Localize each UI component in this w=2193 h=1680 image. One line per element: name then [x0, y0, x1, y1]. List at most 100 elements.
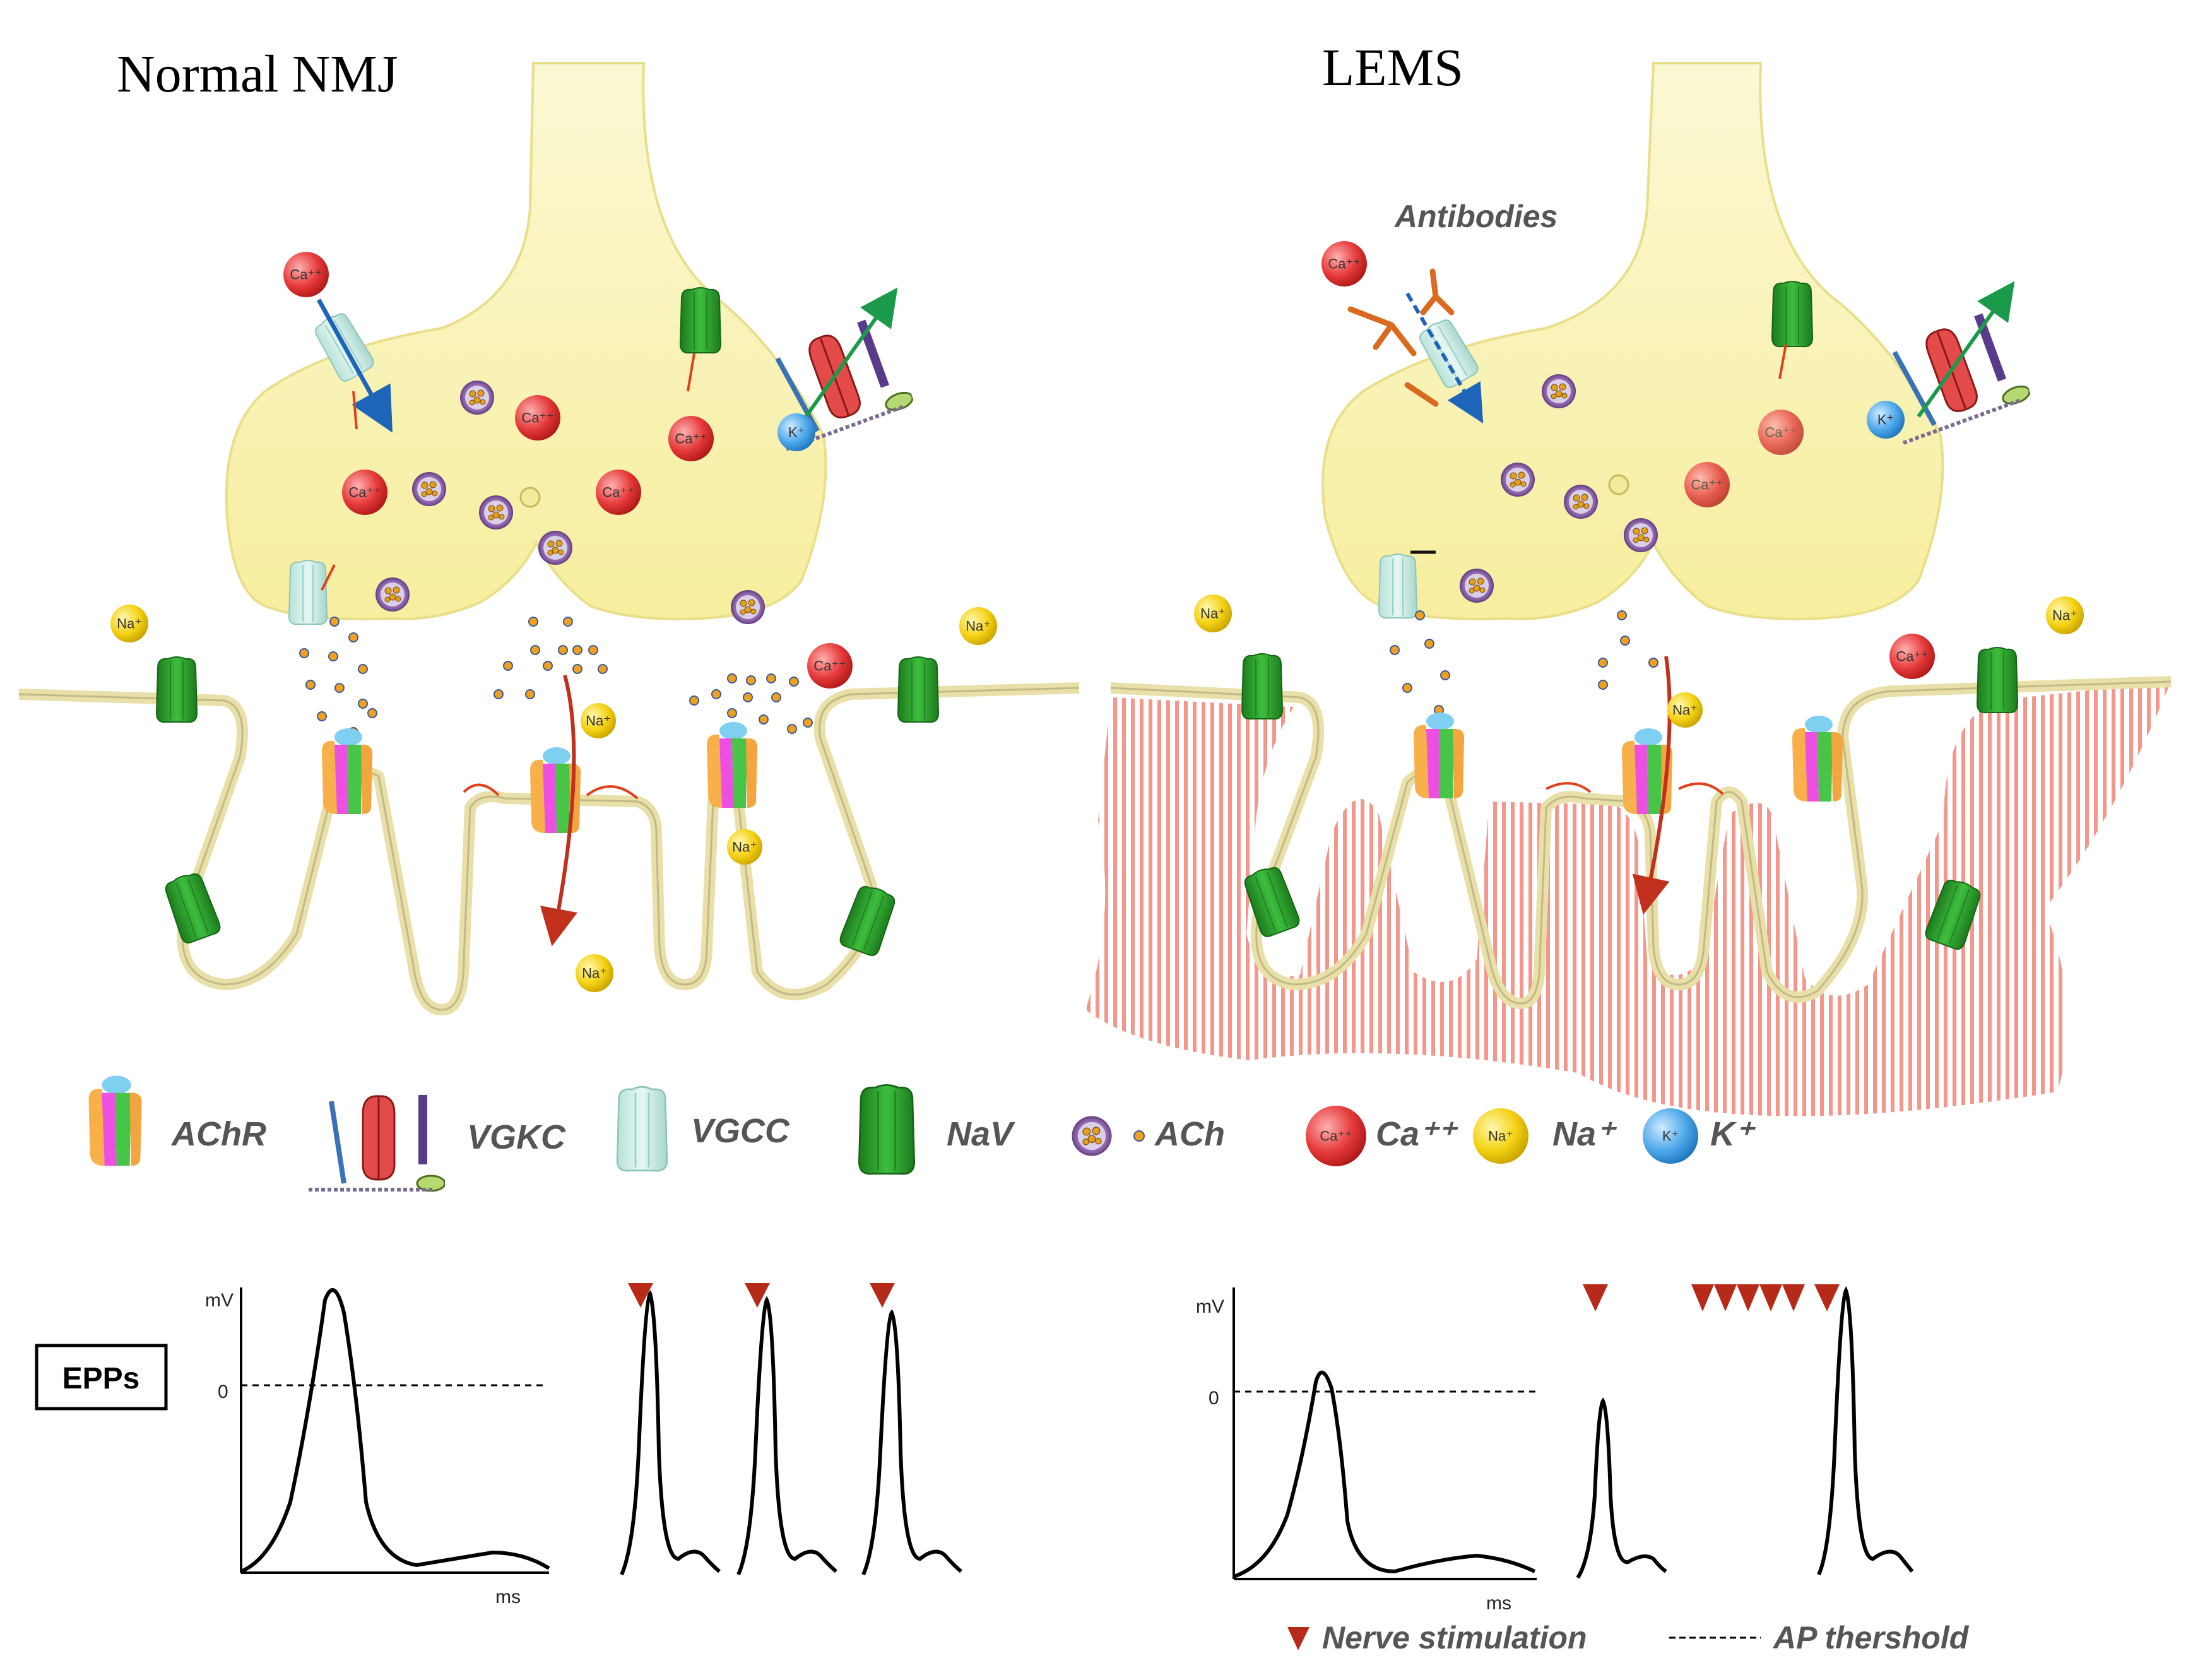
- panel-normal-nmj: Ca⁺⁺ Ca⁺⁺ Ca⁺⁺ Ca⁺⁺ Ca⁺⁺ Ca⁺⁺ K⁺: [18, 62, 1080, 1015]
- nav-normal-terminal: [680, 287, 721, 354]
- zero-label-normal: 0: [218, 1381, 228, 1402]
- y-unit-normal: mV: [205, 1290, 233, 1311]
- na-ion: Na⁺: [110, 605, 148, 642]
- svg-text:Ca⁺⁺: Ca⁺⁺: [675, 431, 707, 447]
- svg-text:Ca⁺⁺: Ca⁺⁺: [1896, 649, 1928, 665]
- svg-text:Na⁺: Na⁺: [1672, 702, 1698, 718]
- svg-text:K⁺: K⁺: [788, 425, 805, 441]
- vgkc-legend-icon: [309, 1095, 445, 1191]
- svg-text:Na⁺: Na⁺: [582, 966, 607, 981]
- postsynaptic-membrane-normal: [18, 682, 1080, 1015]
- svg-text:Na⁺: Na⁺: [1200, 606, 1226, 622]
- na-ion: Na⁺: [1667, 692, 1703, 728]
- legend-na: Na⁺: [1552, 1115, 1617, 1153]
- svg-text:Ca⁺⁺: Ca⁺⁺: [602, 485, 634, 500]
- na-ion: Na⁺: [727, 829, 762, 865]
- svg-text:Ca⁺⁺: Ca⁺⁺: [348, 485, 381, 500]
- x-unit-lems: ms: [1486, 1593, 1511, 1614]
- legend-ca: Ca⁺⁺: [1376, 1115, 1459, 1153]
- vesicle: [1541, 374, 1576, 409]
- stimulus-marker: [1583, 1284, 1608, 1311]
- stimulus-marker: [870, 1283, 895, 1308]
- ca-ion: Ca⁺⁺: [1321, 241, 1367, 287]
- nav-normal-fold: [161, 869, 223, 946]
- svg-text:Ca⁺⁺: Ca⁺⁺: [290, 267, 322, 283]
- legend-nav: NaV: [947, 1115, 1015, 1153]
- antibody-icon: [1347, 268, 1455, 407]
- ca-ion: Ca⁺⁺: [807, 643, 853, 689]
- footer-legend: Nerve stimulation AP thershold: [1287, 1620, 1970, 1655]
- nav-normal-fold: [837, 882, 899, 959]
- nerve-terminal-normal: [225, 62, 827, 620]
- na-ion: Na⁺: [959, 607, 997, 645]
- ca-legend-icon: [1306, 1106, 1366, 1166]
- k-ion: K⁺: [777, 413, 815, 451]
- epp-label-box: [35, 1344, 168, 1411]
- svg-text:Ca⁺⁺: Ca⁺⁺: [1764, 425, 1797, 441]
- legend-vgkc: VGKC: [467, 1118, 566, 1156]
- nav-lems-post: [1241, 653, 1283, 720]
- panel-lems: Antibodies Ca⁺⁺ Ca⁺⁺ Ca⁺⁺ Ca⁺⁺ K⁺: [1085, 62, 2172, 1116]
- legend-ach: ACh: [1154, 1115, 1225, 1153]
- ca-ion: Ca⁺⁺: [283, 252, 329, 297]
- x-unit-normal: ms: [495, 1587, 521, 1607]
- svg-text:K⁺: K⁺: [1662, 1128, 1679, 1144]
- ca-ion: Ca⁺⁺: [596, 470, 641, 515]
- stimulus-marker: [1814, 1284, 1840, 1311]
- na-ion: Na⁺: [1194, 595, 1232, 632]
- achr-normal: [707, 722, 758, 808]
- ca-ion: Ca⁺⁺: [1889, 634, 1935, 679]
- nerve-stimulation-label: Nerve stimulation: [1322, 1620, 1587, 1655]
- legend-achr: AChR: [170, 1115, 266, 1153]
- title-lems: LEMS: [1322, 38, 1463, 97]
- achr-normal: [322, 728, 373, 814]
- nav-normal-post: [897, 656, 939, 723]
- k-ion: K⁺: [1867, 401, 1905, 439]
- vesicle: [1623, 518, 1658, 553]
- legend-k: K⁺: [1710, 1115, 1756, 1153]
- legend-row: AChR VGKC VGCC NaV ACh Ca⁺⁺ Ca⁺⁺ Na⁺ Na⁺…: [88, 1075, 1756, 1191]
- svg-text:Ca⁺⁺: Ca⁺⁺: [1320, 1128, 1352, 1144]
- epp-plot-lems: mV 0 ms: [1196, 1287, 1537, 1614]
- achr-lems: [1414, 713, 1465, 798]
- ach-molecules-lems: [1390, 610, 1658, 715]
- epp-spikes-lems: [1576, 1284, 1914, 1579]
- svg-text:Ca⁺⁺: Ca⁺⁺: [813, 658, 846, 674]
- svg-text:K⁺: K⁺: [1877, 412, 1894, 428]
- ca-ion: Ca⁺⁺: [1758, 410, 1804, 455]
- zero-label-lems: 0: [1209, 1388, 1219, 1409]
- nav-legend-icon: [858, 1084, 916, 1175]
- muscle-depolarized-region: [1085, 682, 2171, 1116]
- antibodies-label: Antibodies: [1393, 199, 1558, 234]
- nerve-stimulation-icon: [1287, 1627, 1309, 1650]
- ca-ion: Ca⁺⁺: [342, 470, 387, 515]
- vgcc-lems-bottom: [1378, 553, 1417, 619]
- svg-text:Ca⁺⁺: Ca⁺⁺: [1328, 256, 1360, 272]
- ca-ion: Ca⁺⁺: [515, 395, 560, 441]
- vesicle-legend-icon: [1071, 1115, 1113, 1157]
- vesicle: [1500, 462, 1535, 497]
- achr-legend-icon: [88, 1075, 142, 1166]
- na-ion: Na⁺: [576, 954, 613, 992]
- ap-threshold-label: AP thershold: [1772, 1620, 1970, 1655]
- vesicle: [478, 495, 514, 530]
- epp-trace-normal: [240, 1288, 550, 1573]
- svg-text:Na⁺: Na⁺: [586, 713, 611, 729]
- ca-ion: Ca⁺⁺: [668, 416, 714, 461]
- y-unit-lems: mV: [1196, 1296, 1224, 1317]
- vesicle: [375, 577, 410, 612]
- stimulus-marker: [745, 1283, 770, 1308]
- nav-lems-terminal: [1771, 281, 1813, 348]
- svg-text:Na⁺: Na⁺: [966, 618, 991, 634]
- legend-vgcc: VGCC: [691, 1112, 790, 1150]
- vgcc-normal-bottom: [288, 560, 328, 625]
- svg-text:Na⁺: Na⁺: [1488, 1128, 1513, 1144]
- epp-plot-normal: mV 0 ms: [205, 1287, 550, 1607]
- stimulus-marker: [628, 1283, 653, 1308]
- vesicle: [459, 380, 495, 415]
- achr-lems: [1792, 716, 1843, 802]
- vesicle: [1563, 484, 1599, 519]
- svg-text:Na⁺: Na⁺: [117, 616, 142, 632]
- epp-trace-lems: [1233, 1370, 1536, 1578]
